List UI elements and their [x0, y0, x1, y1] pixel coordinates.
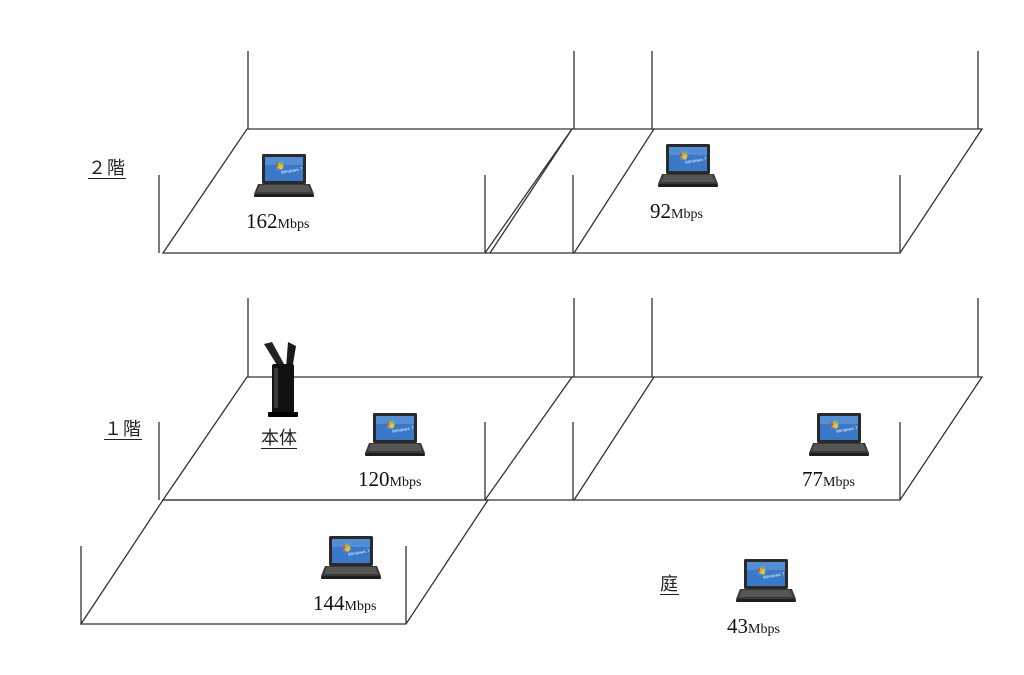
room-2f-left — [161, 128, 574, 254]
room-1f-right — [572, 376, 984, 501]
speed-unit: Mbps — [389, 475, 422, 490]
svg-text:Windows 7: Windows 7 — [392, 425, 415, 434]
floor-label-1f: １階 — [104, 419, 142, 440]
room-2f-right — [572, 128, 984, 254]
speed-value: 120 — [358, 467, 390, 491]
svg-text:Windows 7: Windows 7 — [685, 156, 708, 165]
first-floor-lines — [79, 298, 984, 625]
speed-label: 43Mbps — [727, 614, 780, 639]
speed-value: 162 — [246, 209, 278, 233]
garden-label: 庭 — [660, 574, 679, 595]
speed-value: 144 — [313, 591, 345, 615]
speed-unit: Mbps — [823, 475, 855, 490]
svg-text:Windows 7: Windows 7 — [763, 571, 786, 580]
wireless-router-icon — [264, 342, 298, 417]
speed-unit: Mbps — [748, 622, 780, 637]
floor-label-2f: ２階 — [88, 158, 126, 179]
speed-unit: Mbps — [671, 207, 703, 222]
laptop-icon: Windows 7 — [317, 534, 383, 582]
laptop-icon: Windows 7 — [805, 411, 871, 459]
laptop-icon-drawing: Windows 7 — [736, 559, 796, 602]
speed-value: 43 — [727, 614, 748, 638]
second-floor-lines — [158, 51, 984, 254]
laptop-icon-drawing: Windows 7 — [658, 144, 718, 187]
laptop-icon: Windows 7 — [732, 557, 798, 605]
speed-label: 92Mbps — [650, 199, 703, 224]
svg-text:Windows 7: Windows 7 — [836, 425, 859, 434]
svg-text:Windows 7: Windows 7 — [281, 166, 304, 175]
laptop-icon: Windows 7 — [250, 152, 316, 200]
laptop-icon: Windows 7 — [654, 142, 720, 190]
speed-unit: Mbps — [277, 217, 310, 232]
laptop-icon-drawing: Windows 7 — [809, 413, 869, 456]
speed-label: 144Mbps — [313, 591, 376, 616]
laptop-icon-drawing: Windows 7 — [365, 413, 425, 456]
room-1f-front — [79, 499, 490, 625]
laptop-icon-drawing: Windows 7 — [254, 154, 314, 197]
speed-value: 77 — [802, 467, 823, 491]
speed-label: 162Mbps — [246, 209, 309, 234]
speed-unit: Mbps — [344, 599, 377, 614]
speed-label: 120Mbps — [358, 467, 421, 492]
router-label: 本体 — [261, 428, 297, 449]
svg-text:Windows 7: Windows 7 — [348, 548, 371, 557]
speed-value: 92 — [650, 199, 671, 223]
laptop-icon-drawing: Windows 7 — [321, 536, 381, 579]
speed-label: 77Mbps — [802, 467, 855, 492]
laptop-icon: Windows 7 — [361, 411, 427, 459]
